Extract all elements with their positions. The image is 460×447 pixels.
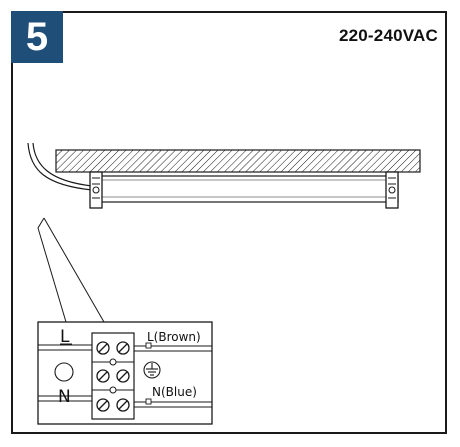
detail-callout-lines bbox=[37, 217, 105, 323]
live-marker: L bbox=[60, 327, 70, 347]
luminaire-body bbox=[91, 175, 399, 203]
ceiling-surface bbox=[55, 149, 421, 173]
neutral-marker: N bbox=[58, 387, 71, 407]
live-wire-label: L(Brown) bbox=[147, 330, 201, 344]
mounting-hole bbox=[54, 362, 74, 382]
terminal-block-detail: L N L( bbox=[37, 321, 213, 425]
step-number-badge: 5 bbox=[11, 11, 63, 63]
earth-ground-icon bbox=[143, 361, 161, 379]
supply-voltage-label: 220-240VAC bbox=[338, 26, 438, 45]
mounting-bracket-left bbox=[89, 171, 103, 209]
mounting-bracket-right bbox=[385, 171, 399, 209]
supply-cable bbox=[27, 142, 93, 191]
neutral-wire-label: N(Blue) bbox=[152, 385, 197, 399]
